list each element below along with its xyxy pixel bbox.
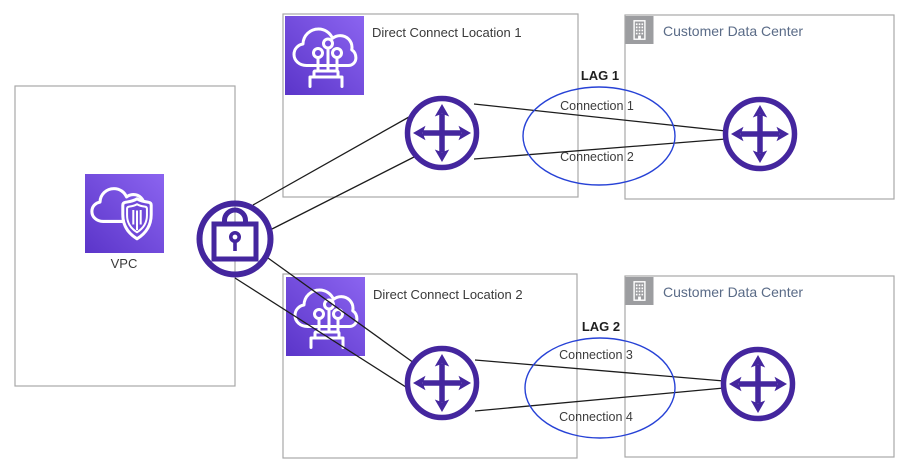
vpc-cloud-shield-icon [85,174,164,253]
lag2-connection-3-line [474,359,725,382]
dx-location-2-label: Direct Connect Location 2 [373,287,523,302]
lag2-label: LAG 2 [582,319,620,334]
customer-dc-2-label: Customer Data Center [663,284,803,300]
customer-dc-1-label: Customer Data Center [663,23,803,39]
gateway-to-dx2-line-b [234,277,410,390]
lag1-connection-2-label: Connection 2 [560,150,634,164]
gateway-to-dx1-line-b [271,155,417,230]
gateway-lock-icon [196,200,274,278]
customer1-router-arrows-icon [726,100,795,169]
lag2-ellipse [524,337,676,439]
lag2-connection-4-line [474,387,725,412]
building-icon-1 [624,15,655,45]
lag1-connection-1-label: Connection 1 [560,99,634,113]
lag1-connection-2-line [473,138,727,160]
lag1-label: LAG 1 [581,68,619,83]
connection-lines [234,103,727,412]
direct-connect-icon-1 [285,16,364,95]
lag2-connection-3-label: Connection 3 [559,348,633,362]
lag1-connection-1-line [473,103,727,132]
gateway-to-dx1-line-a [252,116,410,206]
lag2-connection-4-label: Connection 4 [559,410,633,424]
gateway-to-dx2-line-a [267,257,415,364]
dx1-router-arrows-icon [408,99,477,168]
customer2-router-arrows-icon [724,350,793,419]
dx2-router-arrows-icon [408,349,477,418]
direct-connect-icon-2 [286,277,365,356]
lag1-ellipse [522,86,676,186]
vpc-label: VPC [111,256,138,271]
building-icon-2 [624,276,655,306]
dx-location-1-label: Direct Connect Location 1 [372,25,522,40]
